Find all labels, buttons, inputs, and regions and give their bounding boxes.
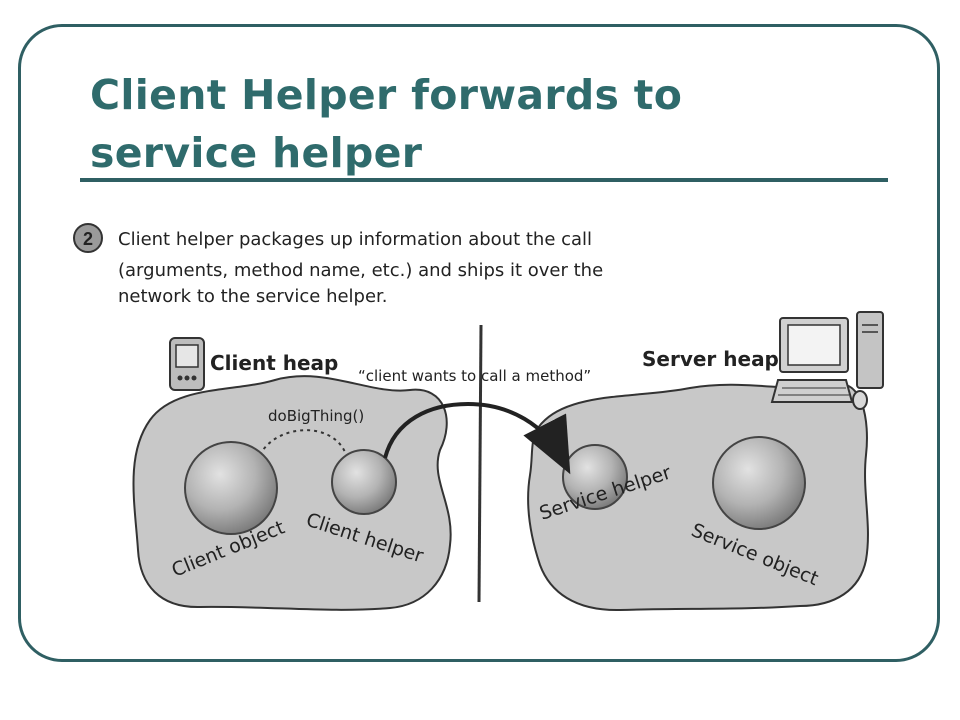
client-object-sphere	[184, 441, 278, 535]
slide-title: Client Helper forwards to service helper	[90, 66, 790, 182]
step-text-line-2: (arguments, method name, etc.) and ships…	[118, 260, 603, 281]
title-line-2: service helper	[90, 129, 423, 177]
forwarding-arrow	[383, 401, 571, 475]
desktop-computer-icon	[770, 311, 884, 410]
step-badge: 2	[73, 223, 103, 253]
slide-frame	[18, 24, 940, 662]
client-heap-blob	[132, 375, 452, 611]
title-divider	[80, 178, 888, 182]
server-heap-blob	[527, 383, 869, 612]
client-heap-label: Client heap	[210, 351, 338, 375]
method-call-dotted-arc	[259, 429, 346, 456]
client-helper-sphere	[331, 449, 397, 515]
pda-icon	[169, 337, 205, 391]
service-object-sphere	[712, 436, 806, 530]
step-number: 2	[83, 229, 93, 249]
network-divider	[477, 324, 483, 603]
method-call-label: doBigThing()	[268, 407, 364, 425]
network-message-label: “client wants to call a method”	[358, 367, 591, 385]
server-heap-label: Server heap	[642, 347, 779, 371]
title-line-1: Client Helper forwards to	[90, 71, 683, 119]
service-helper-sphere	[562, 444, 628, 510]
step-text-line-3: network to the service helper.	[118, 286, 388, 307]
step-text-line-1: Client helper packages up information ab…	[118, 229, 592, 250]
